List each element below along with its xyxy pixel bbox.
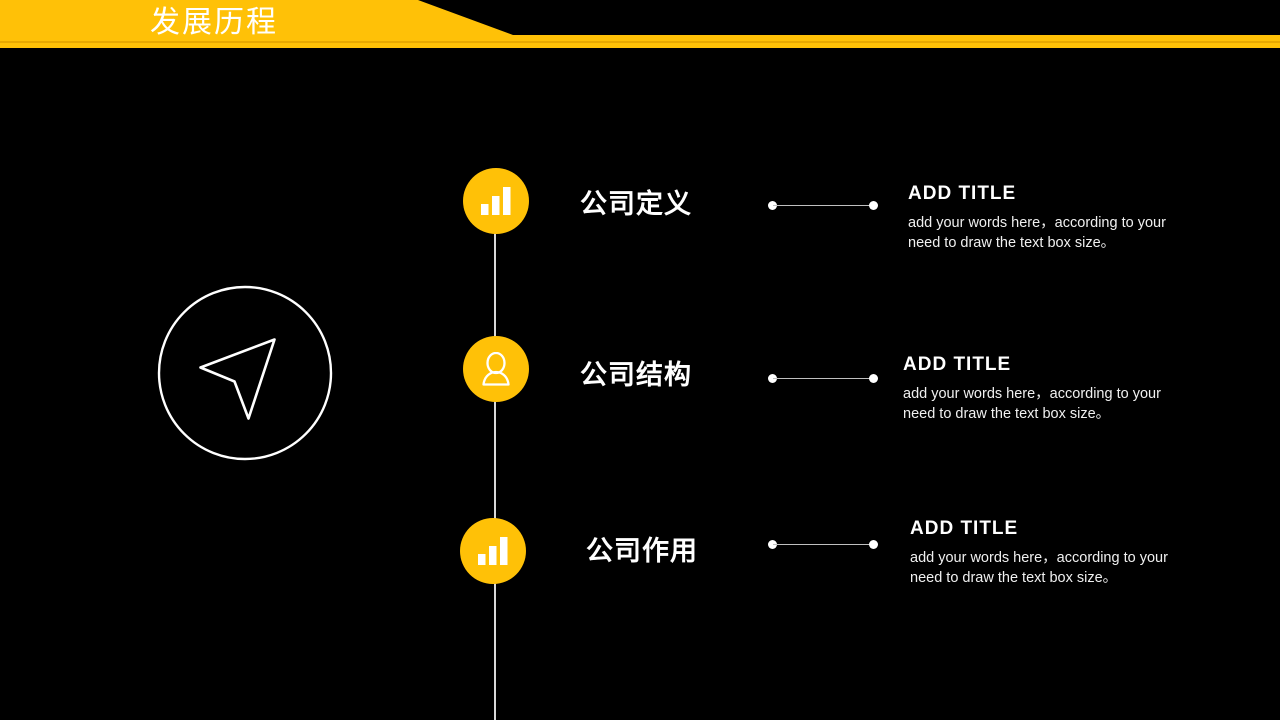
connector-dot-right <box>869 374 878 383</box>
timeline-item[interactable]: 公司定义 ADD TITLE add your words here，accor… <box>0 150 1280 290</box>
header-band-shape <box>0 0 1280 48</box>
connector-rule <box>773 544 873 545</box>
connector-dot-right <box>869 540 878 549</box>
user-icon <box>482 352 510 386</box>
description-title: ADD TITLE <box>903 354 1012 375</box>
timeline-description: ADD TITLE add your words here，according … <box>908 182 1208 253</box>
timeline-heading: 公司结构 <box>580 360 692 391</box>
page-title: 发展历程 <box>150 5 278 40</box>
timeline-badge-1[interactable] <box>463 168 529 234</box>
description-body: add your words here，according to your ne… <box>910 550 1168 586</box>
description-body: add your words here，according to your ne… <box>903 386 1161 422</box>
connector-line <box>768 201 878 211</box>
timeline-description: ADD TITLE add your words here，according … <box>903 353 1203 424</box>
connector-dot-left <box>768 374 777 383</box>
timeline-heading: 公司定义 <box>580 189 692 220</box>
timeline-badge-3[interactable] <box>460 518 526 584</box>
connector-line <box>768 374 878 384</box>
connector-rule <box>773 205 873 206</box>
header-banner: 发展历程 <box>0 0 1280 48</box>
timeline-badge-2[interactable] <box>463 336 529 402</box>
description-title: ADD TITLE <box>908 183 1017 204</box>
connector-rule <box>773 378 873 379</box>
connector-dot-left <box>768 201 777 210</box>
bar-chart-icon <box>481 187 511 215</box>
description-body: add your words here，according to your ne… <box>908 215 1166 251</box>
compass-emblem <box>155 284 335 464</box>
timeline-spine <box>494 200 496 720</box>
connector-dot-right <box>869 201 878 210</box>
description-title: ADD TITLE <box>910 518 1019 539</box>
connector-line <box>768 540 878 550</box>
navigation-arrow-icon <box>157 285 333 461</box>
timeline-description: ADD TITLE add your words here，according … <box>910 517 1210 588</box>
timeline-heading: 公司作用 <box>586 536 698 567</box>
bar-chart-icon <box>478 537 508 565</box>
timeline-item[interactable]: 公司结构 ADD TITLE add your words here，accor… <box>0 322 1280 462</box>
timeline-item[interactable]: 公司作用 ADD TITLE add your words here，accor… <box>0 494 1280 634</box>
connector-dot-left <box>768 540 777 549</box>
